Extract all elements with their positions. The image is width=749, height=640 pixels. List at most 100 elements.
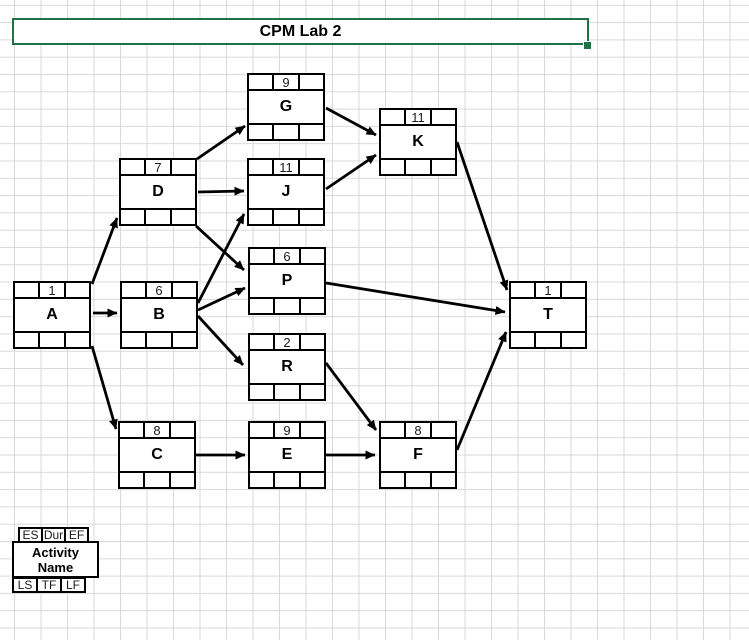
node-es-dur-ef-row: 6 <box>122 283 196 297</box>
node-ef-cell <box>561 283 585 297</box>
activity-node-A[interactable]: 1 A <box>13 281 91 349</box>
node-es-cell <box>249 75 273 89</box>
node-ls-tf-lf-row <box>121 210 195 224</box>
node-tf-cell <box>406 160 430 174</box>
node-name-cell: J <box>249 176 323 208</box>
legend-top-row: ES Dur EF <box>18 527 89 543</box>
node-name-cell: F <box>381 439 455 471</box>
node-duration-cell: 8 <box>406 423 430 437</box>
arrow-D-G <box>196 124 246 161</box>
arrow-F-T <box>455 331 508 451</box>
node-ls-cell <box>120 473 144 487</box>
node-tf-cell <box>275 473 299 487</box>
node-ls-cell <box>381 473 405 487</box>
arrow-G-K <box>325 106 377 137</box>
arrow-K-T <box>455 141 509 291</box>
node-ls-tf-lf-row <box>250 299 324 313</box>
node-name-cell: P <box>250 265 324 297</box>
node-lf-cell <box>300 385 324 399</box>
node-duration-cell: 8 <box>145 423 169 437</box>
node-es-dur-ef-row: 6 <box>250 249 324 263</box>
node-name-cell: A <box>15 299 89 331</box>
node-lf-cell <box>431 160 455 174</box>
node-ls-cell <box>511 333 535 347</box>
node-ls-tf-lf-row <box>511 333 585 347</box>
legend-dur-cell: Dur <box>41 527 66 543</box>
node-ls-cell <box>15 333 39 347</box>
node-ef-cell <box>300 249 324 263</box>
activity-node-T[interactable]: 1 T <box>509 281 587 349</box>
node-es-dur-ef-row: 1 <box>15 283 89 297</box>
arrow-B-J <box>196 213 246 304</box>
legend-activity-line2: Name <box>37 559 74 575</box>
node-name-cell: R <box>250 351 324 383</box>
node-name-cell: T <box>511 299 585 331</box>
node-duration-cell: 7 <box>146 160 170 174</box>
node-ef-cell <box>299 160 323 174</box>
title-cell[interactable]: CPM Lab 2 <box>12 18 589 45</box>
node-name-cell: D <box>121 176 195 208</box>
legend-activity-line1: Activity <box>32 544 79 560</box>
node-ls-cell <box>250 299 274 313</box>
node-es-cell <box>381 423 405 437</box>
activity-node-D[interactable]: 7 D <box>119 158 197 226</box>
node-tf-cell <box>145 473 169 487</box>
node-ls-cell <box>249 125 273 139</box>
node-duration-cell: 1 <box>40 283 64 297</box>
node-es-cell <box>250 335 274 349</box>
node-lf-cell <box>431 473 455 487</box>
node-tf-cell <box>40 333 64 347</box>
cell-fill-handle[interactable] <box>583 41 592 50</box>
arrow-R-F <box>324 362 378 431</box>
node-ef-cell <box>299 75 323 89</box>
activity-node-J[interactable]: 11 J <box>247 158 325 226</box>
arrow-B-R <box>196 315 245 366</box>
activity-node-B[interactable]: 6 B <box>120 281 198 349</box>
node-name-cell: E <box>250 439 324 471</box>
activity-node-C[interactable]: 8 C <box>118 421 196 489</box>
arrow-B-P <box>197 286 246 312</box>
node-ls-tf-lf-row <box>250 473 324 487</box>
activity-node-E[interactable]: 9 E <box>248 421 326 489</box>
node-ef-cell <box>171 160 195 174</box>
activity-node-F[interactable]: 8 F <box>379 421 457 489</box>
node-ef-cell <box>170 423 194 437</box>
node-lf-cell <box>561 333 585 347</box>
node-es-dur-ef-row: 1 <box>511 283 585 297</box>
node-duration-cell: 11 <box>274 160 298 174</box>
node-ls-tf-lf-row <box>381 473 455 487</box>
activity-node-R[interactable]: 2 R <box>248 333 326 401</box>
node-es-dur-ef-row: 8 <box>381 423 455 437</box>
node-es-cell <box>15 283 39 297</box>
node-es-cell <box>120 423 144 437</box>
node-ef-cell <box>300 423 324 437</box>
node-duration-cell: 9 <box>275 423 299 437</box>
activity-node-K[interactable]: 11 K <box>379 108 457 176</box>
legend-tf-cell: TF <box>36 577 62 593</box>
node-lf-cell <box>170 473 194 487</box>
node-lf-cell <box>171 210 195 224</box>
arrow-A-C <box>90 345 118 430</box>
node-ls-cell <box>249 210 273 224</box>
legend-activity-name-box: Activity Name <box>12 541 99 578</box>
activity-node-G[interactable]: 9 G <box>247 73 325 141</box>
node-es-cell <box>381 110 405 124</box>
node-es-cell <box>511 283 535 297</box>
arrow-J-K <box>325 153 377 191</box>
node-lf-cell <box>65 333 89 347</box>
node-ls-cell <box>121 210 145 224</box>
node-es-dur-ef-row: 11 <box>381 110 455 124</box>
node-es-cell <box>122 283 146 297</box>
legend-bottom-row: LS TF LF <box>12 577 86 593</box>
activity-node-P[interactable]: 6 P <box>248 247 326 315</box>
node-ef-cell <box>300 335 324 349</box>
node-ls-tf-lf-row <box>381 160 455 174</box>
node-es-cell <box>121 160 145 174</box>
node-lf-cell <box>299 210 323 224</box>
legend-ef-cell: EF <box>64 527 89 543</box>
node-lf-cell <box>299 125 323 139</box>
node-ls-tf-lf-row <box>249 125 323 139</box>
node-duration-cell: 11 <box>406 110 430 124</box>
node-ls-cell <box>381 160 405 174</box>
